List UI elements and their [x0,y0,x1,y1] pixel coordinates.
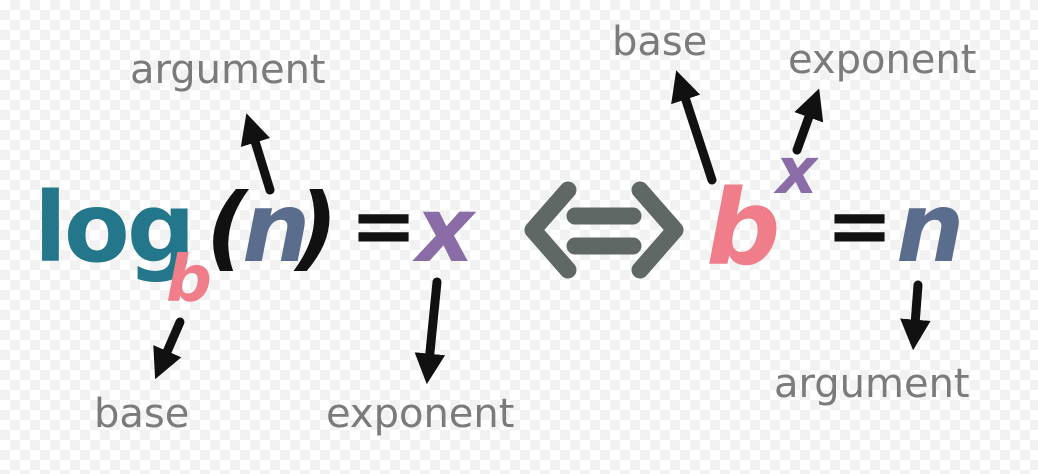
label-left-exponent: exponent [326,391,515,437]
right-equals-sign: = [826,179,894,272]
arrow-left-argument [240,113,275,195]
left-close-paren: ) [296,174,339,281]
left-open-paren: ( [206,174,249,281]
label-left-argument: argument [130,47,326,93]
left-equals-sign: = [350,179,418,272]
label-right-argument: argument [774,361,970,407]
log-text: log [34,172,196,284]
arrow-right-argument [900,280,931,351]
right-exponent-superscript: x [776,135,818,209]
label-right-base: base [612,19,708,65]
arrow-left-base [153,317,185,380]
arrow-right-base [671,70,717,185]
right-argument-n: n [896,172,965,284]
right-base-b: b [706,167,781,289]
arrow-left-exponent [414,277,446,385]
left-exponent-x: x [416,178,475,283]
left-base-subscript: b [166,243,212,317]
double-arrow-left-right-icon [524,181,684,279]
label-right-exponent: exponent [788,37,977,83]
label-left-base: base [94,391,190,437]
left-argument-n: n [242,172,311,284]
arrow-right-exponent [792,88,824,155]
